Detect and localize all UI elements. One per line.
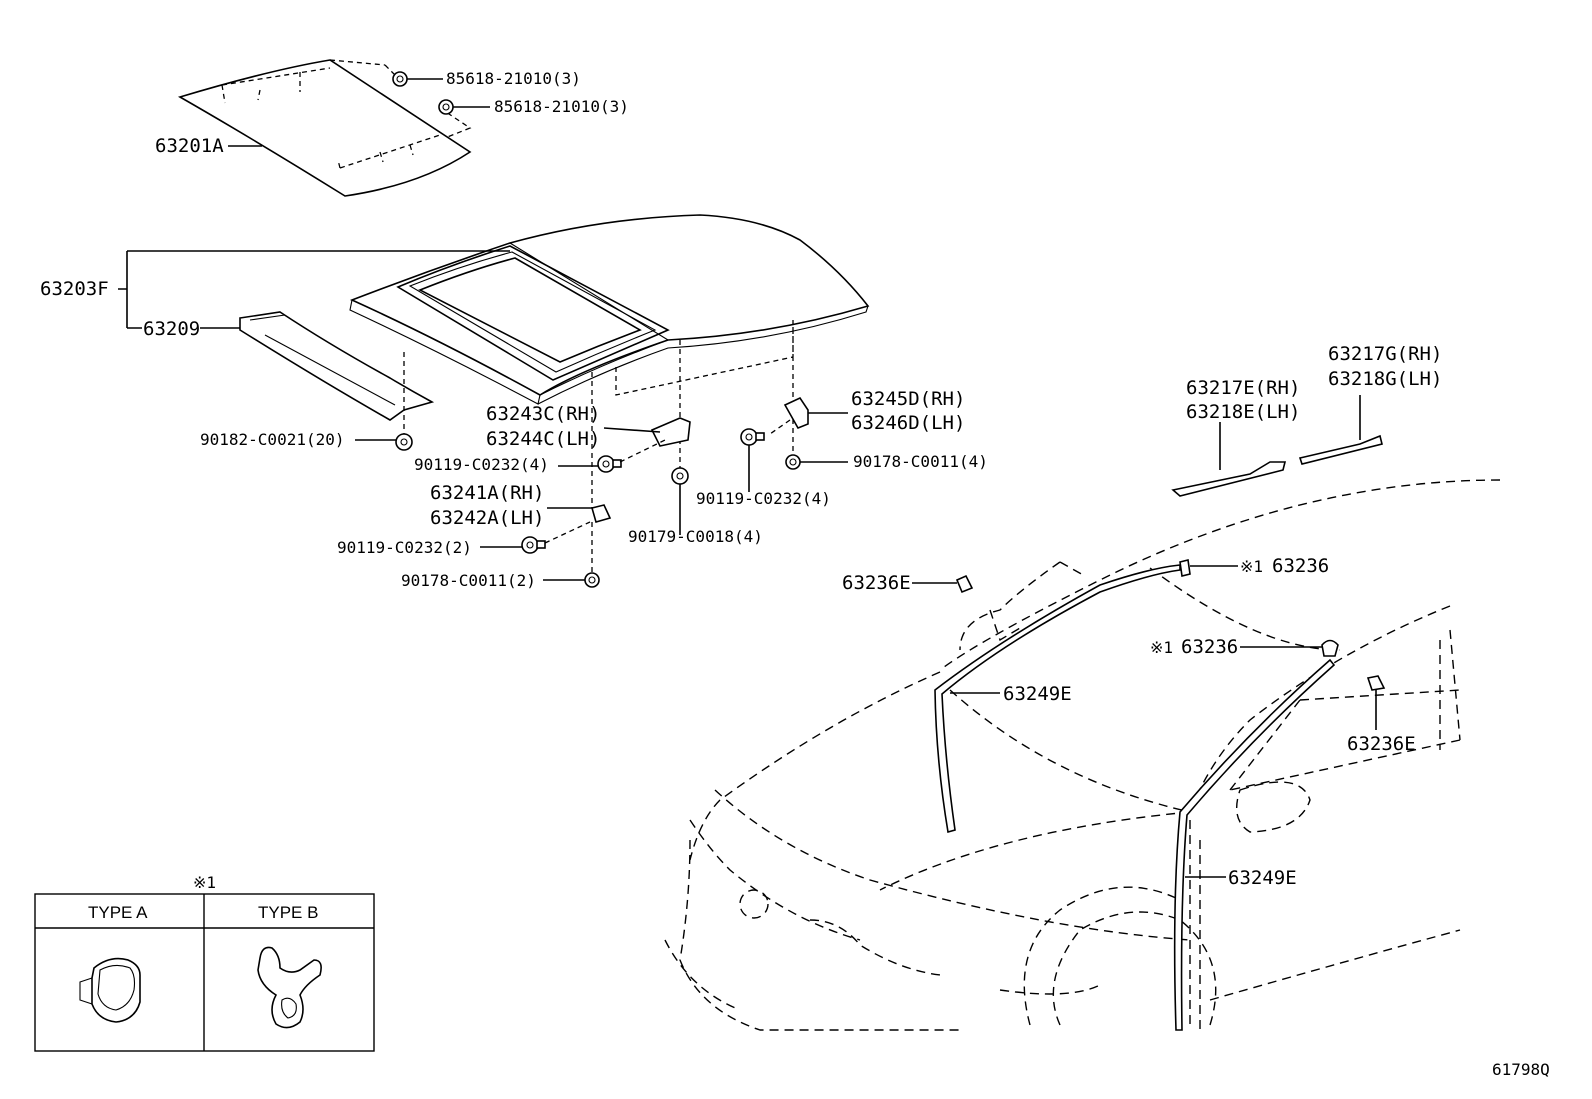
label-63244C: 63244C(LH) bbox=[486, 428, 600, 450]
clip-63236-b[interactable] bbox=[1321, 639, 1339, 657]
label-90119-c: 90119-C0232(2) bbox=[337, 538, 472, 557]
label-63217G: 63217G(RH) bbox=[1328, 343, 1442, 365]
note-marker-b: ※1 bbox=[1150, 638, 1173, 657]
bracket-63243C[interactable] bbox=[650, 417, 691, 447]
label-63218E: 63218E(LH) bbox=[1186, 401, 1300, 423]
label-90182: 90182-C0021(20) bbox=[200, 430, 345, 449]
label-63236E-a: 63236E bbox=[842, 572, 911, 594]
clip-type-legend: ※1 TYPE A TYPE B bbox=[34, 873, 375, 1052]
label-63241A: 63241A(RH) bbox=[430, 482, 544, 504]
legend-marker: ※1 bbox=[193, 873, 216, 892]
molding-63217E[interactable] bbox=[1171, 461, 1287, 497]
label-85618-b: 85618-21010(3) bbox=[494, 97, 629, 116]
clip-90178-b[interactable] bbox=[584, 572, 600, 588]
clip-90178-a[interactable] bbox=[785, 454, 801, 470]
label-63245D: 63245D(RH) bbox=[851, 388, 965, 410]
label-85618-a: 85618-21010(3) bbox=[446, 69, 581, 88]
vehicle-outline bbox=[664, 479, 1501, 1031]
molding-63249E-b[interactable] bbox=[1173, 658, 1336, 1031]
clip-90179[interactable] bbox=[671, 467, 689, 485]
bolt-90119-b[interactable] bbox=[740, 428, 765, 446]
label-90119-a: 90119-C0232(4) bbox=[414, 455, 549, 474]
label-63201A: 63201A bbox=[155, 135, 224, 157]
clip-63236E-b[interactable] bbox=[1366, 675, 1386, 691]
legend-type-b: TYPE B bbox=[258, 903, 318, 922]
label-63249E-b: 63249E bbox=[1228, 867, 1297, 889]
label-63236-b: 63236 bbox=[1181, 636, 1238, 658]
label-90119-b: 90119-C0232(4) bbox=[696, 489, 831, 508]
molding-63217G[interactable] bbox=[1298, 434, 1383, 465]
label-90179: 90179-C0018(4) bbox=[628, 527, 763, 546]
legend-type-a: TYPE A bbox=[88, 903, 148, 922]
label-63209: 63209 bbox=[143, 318, 200, 340]
clip-85618-a[interactable] bbox=[392, 71, 408, 87]
clip-90182[interactable] bbox=[395, 433, 413, 451]
note-marker-a: ※1 bbox=[1240, 557, 1263, 576]
bracket-63241A[interactable] bbox=[591, 504, 612, 523]
label-63203F: 63203F bbox=[40, 278, 109, 300]
roof-glass-63201A[interactable] bbox=[177, 59, 472, 197]
label-90178-a: 90178-C0011(4) bbox=[853, 452, 988, 471]
label-63243C: 63243C(RH) bbox=[486, 403, 600, 425]
label-63246D: 63246D(LH) bbox=[851, 412, 965, 434]
bracket-63245D[interactable] bbox=[783, 396, 809, 430]
molding-63249E-a[interactable] bbox=[934, 564, 1181, 834]
label-63249E-a: 63249E bbox=[1003, 683, 1072, 705]
diagram-code: 61798Q bbox=[1492, 1060, 1550, 1079]
label-63217E: 63217E(RH) bbox=[1186, 377, 1300, 399]
roof-panel-63203F[interactable] bbox=[349, 214, 870, 405]
bolt-90119-c[interactable] bbox=[521, 536, 546, 554]
label-63218G: 63218G(LH) bbox=[1328, 368, 1442, 390]
clip-63236E-a[interactable] bbox=[955, 574, 974, 594]
label-63236-a: 63236 bbox=[1272, 555, 1329, 577]
type-a-clip-drawing bbox=[79, 957, 141, 1023]
clip-63236-a[interactable] bbox=[1179, 559, 1191, 577]
label-63236E-b: 63236E bbox=[1347, 733, 1416, 755]
label-63242A: 63242A(LH) bbox=[430, 507, 544, 529]
type-b-clip-drawing bbox=[257, 946, 322, 1029]
label-90178-b: 90178-C0011(2) bbox=[401, 571, 536, 590]
clip-85618-b[interactable] bbox=[438, 99, 454, 115]
bolt-90119-a[interactable] bbox=[597, 455, 622, 473]
header-63209[interactable] bbox=[239, 311, 435, 421]
